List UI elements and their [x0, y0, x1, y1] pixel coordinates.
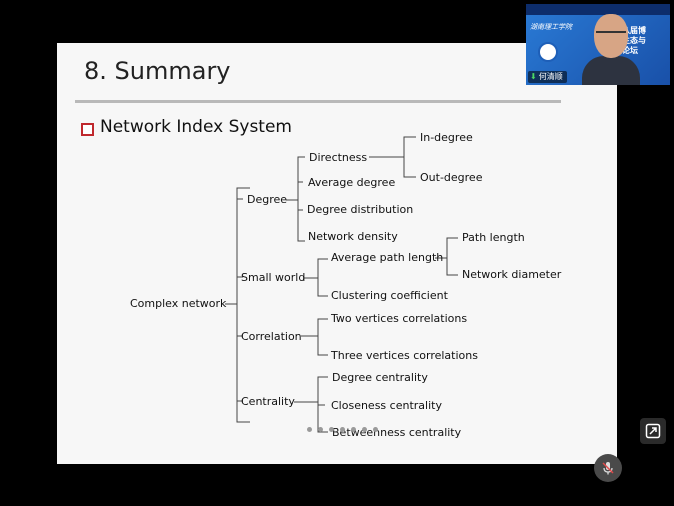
tree-node-in-degree: In-degree — [420, 131, 473, 144]
pager-dot[interactable] — [318, 427, 323, 432]
speaker-glasses — [596, 31, 626, 39]
tree-node-degree-distribution: Degree distribution — [307, 203, 414, 216]
tree-node-directness: Directness — [309, 151, 368, 164]
expand-button[interactable] — [640, 418, 666, 444]
tree-node-correlation: Correlation — [241, 330, 302, 343]
pager-dot[interactable] — [329, 427, 334, 432]
tree-node-three-vertices: Three vertices correlations — [331, 349, 478, 362]
mic-muted-icon — [602, 462, 614, 475]
pager-dot[interactable] — [340, 427, 345, 432]
presentation-slide: 8. Summary Network Index System — [57, 43, 617, 464]
tree-node-degree: Degree — [247, 193, 288, 206]
tree-node-path-length: Path length — [462, 231, 525, 244]
tree-root: Complex network — [130, 297, 227, 310]
title-divider — [75, 100, 561, 103]
section-heading: Network Index System — [100, 117, 292, 137]
pager-dot[interactable] — [362, 427, 367, 432]
tree-connectors — [225, 136, 458, 433]
participant-name-tag: ⬇ 何清顺 — [528, 71, 567, 83]
video-banner-bar — [526, 4, 670, 15]
tree-node-closeness-centrality: Closeness centrality — [331, 399, 442, 412]
tree-node-network-density: Network density — [308, 230, 398, 243]
tree-node-small-world: Small world — [241, 271, 306, 284]
tree-node-clustering-coefficient: Clustering coefficient — [331, 289, 448, 302]
pager-dot[interactable] — [307, 427, 312, 432]
speaker-head — [594, 14, 628, 58]
mic-button[interactable] — [594, 454, 622, 482]
tree-node-average-degree: Average degree — [308, 176, 396, 189]
university-seal-icon — [538, 42, 558, 62]
speaker-body — [582, 56, 640, 85]
tree-node-network-diameter: Network diameter — [462, 268, 562, 281]
tree-node-two-vertices: Two vertices correlations — [331, 312, 468, 325]
expand-icon — [645, 423, 661, 439]
slide-pager-dots[interactable] — [307, 427, 378, 432]
tree-node-centrality: Centrality — [241, 395, 295, 408]
pager-dot[interactable] — [373, 427, 378, 432]
tree-node-degree-centrality: Degree centrality — [332, 371, 428, 384]
participant-video[interactable]: 湖南理工学院 第十八届博 翻译生态与 专题论坛 ⬇ 何清顺 — [526, 4, 670, 85]
participant-name: 何清顺 — [538, 72, 563, 81]
pager-dot[interactable] — [351, 427, 356, 432]
mic-on-icon: ⬇ — [530, 72, 537, 81]
university-logo-text: 湖南理工学院 — [530, 24, 572, 31]
tree-node-out-degree: Out-degree — [420, 171, 483, 184]
section-bullet-icon — [81, 123, 94, 136]
slide-title: 8. Summary — [84, 57, 231, 85]
tree-node-average-path-length: Average path length — [331, 251, 444, 264]
